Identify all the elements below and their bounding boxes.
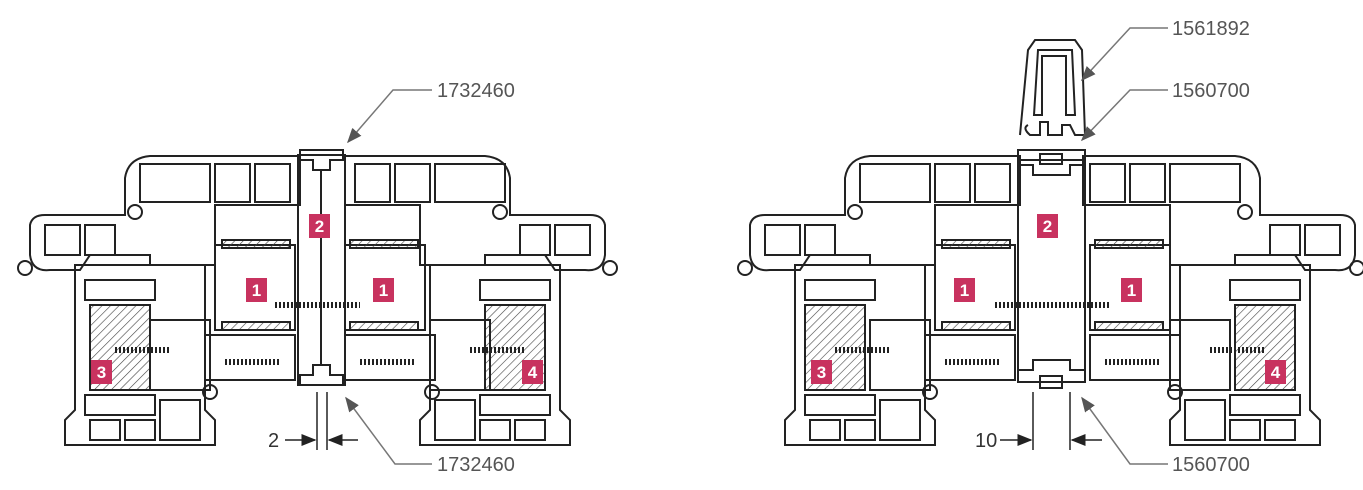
- badge-2: 2: [1037, 214, 1058, 238]
- svg-text:4: 4: [528, 363, 538, 382]
- left-mullion: [297, 154, 346, 386]
- left-leaders: [345, 89, 432, 465]
- left-gap-dimension: [285, 392, 358, 450]
- left-badges: 1 1 2 3 4: [91, 214, 543, 384]
- left-outer-sash: [29, 155, 301, 272]
- badge-1a: 1: [954, 278, 975, 302]
- right-gap-dimension: [1000, 392, 1102, 450]
- right-leaders: [1080, 27, 1168, 465]
- right-bottom-part-number: 1560700: [1172, 454, 1250, 476]
- left-gap-value: 2: [268, 430, 279, 452]
- right-badges: 1 1 2 3 4: [811, 214, 1286, 384]
- svg-text:1: 1: [960, 281, 969, 300]
- right-frame: [419, 264, 571, 446]
- badge-3: 3: [811, 360, 832, 384]
- badge-3: 3: [91, 360, 112, 384]
- right-outer-sash: [344, 155, 606, 272]
- svg-text:1: 1: [1127, 281, 1136, 300]
- svg-text:1: 1: [379, 281, 388, 300]
- right-top-part-number: 1560700: [1172, 80, 1250, 102]
- right-gap-value: 10: [975, 430, 997, 452]
- svg-text:2: 2: [315, 217, 324, 236]
- left-frame: [64, 264, 216, 446]
- right-profile-section: [737, 39, 1363, 446]
- badge-4: 4: [1265, 360, 1286, 384]
- svg-text:3: 3: [817, 363, 826, 382]
- svg-text:3: 3: [97, 363, 106, 382]
- svg-text:2: 2: [1043, 217, 1052, 236]
- badge-4: 4: [522, 360, 543, 384]
- cap-profile: [1019, 39, 1087, 136]
- right-cap-part-number: 1561892: [1172, 18, 1250, 40]
- badge-2: 2: [309, 214, 330, 238]
- left-bottom-part-number: 1732460: [437, 454, 515, 476]
- svg-text:1: 1: [252, 281, 261, 300]
- svg-text:4: 4: [1271, 363, 1281, 382]
- badge-1a: 1: [246, 278, 267, 302]
- badge-1b: 1: [373, 278, 394, 302]
- badge-1b: 1: [1121, 278, 1142, 302]
- left-top-part-number: 1732460: [437, 80, 515, 102]
